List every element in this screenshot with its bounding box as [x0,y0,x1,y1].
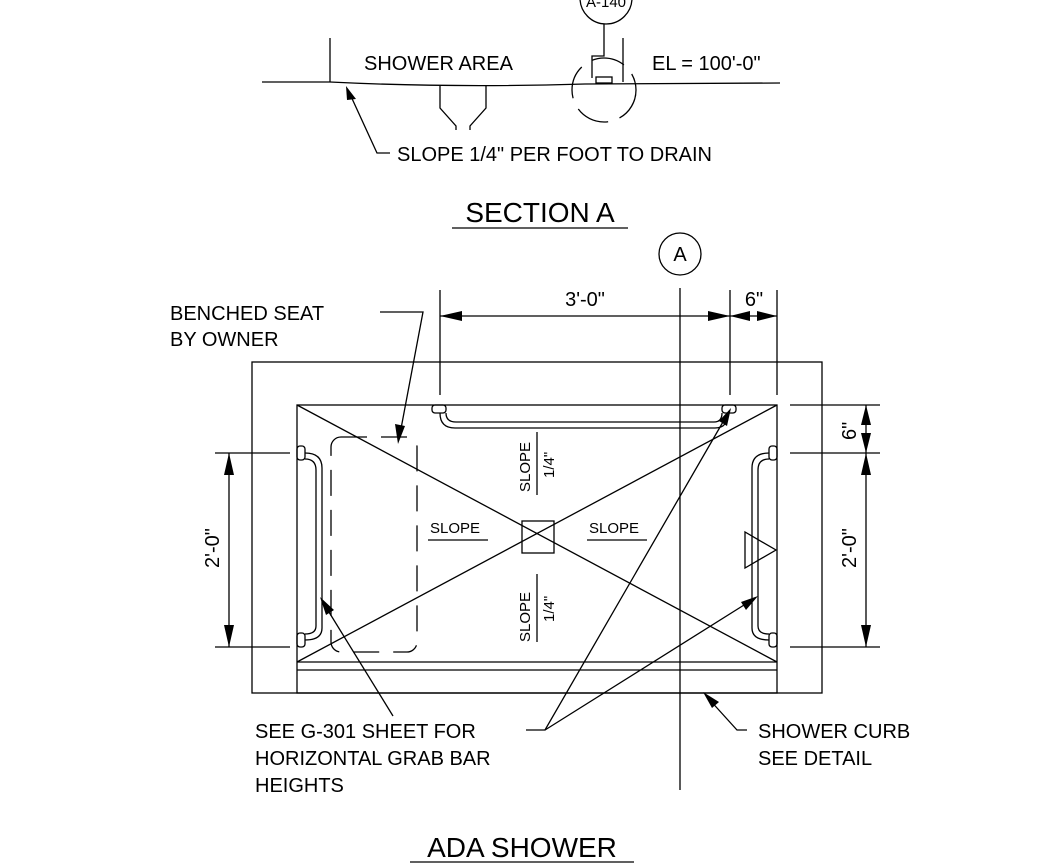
dim-left-height-text: 2'-0" [202,528,224,568]
grab-note-line3: HEIGHTS [255,775,344,797]
grab-bar-note: SEE G-301 SHEET FOR HORIZONTAL GRAB BAR … [255,408,758,797]
curb-note-line1: SHOWER CURB [758,721,910,743]
bench-note-line2: BY OWNER [170,329,279,351]
curb-note: SHOWER CURB SEE DETAIL [703,692,910,770]
slope-label-top: SLOPE 1/4" [517,432,558,495]
section-marker-bubble [658,232,702,276]
detail-circle [571,57,637,123]
slope-right-text: SLOPE [589,520,639,537]
slope-note: SLOPE 1/4" PER FOOT TO DRAIN [397,144,712,166]
dim-right-offset-text: 6" [745,289,763,311]
section-ref-bubble: A-140 [579,0,633,78]
slope-leader [348,91,390,154]
slope-label-bottom: SLOPE 1/4" [517,574,558,642]
curb-note-line2: SEE DETAIL [758,748,872,770]
grab-note-line2: HORIZONTAL GRAB BAR [255,748,491,770]
plan-title: ADA SHOWER [427,832,617,863]
floor-drain [521,520,555,554]
drain-body-left [439,86,457,130]
dim-right-height: 2'-0" [790,453,880,648]
shower-valve-icon [744,530,778,570]
ada-shower-plan: A [170,232,910,863]
shower-floor [296,404,778,694]
bench-note-line1: BENCHED SEAT [170,303,324,325]
slope-label-left: SLOPE [428,520,488,541]
grab-note-line1: SEE G-301 SHEET FOR [255,721,476,743]
slope-bottom-value: 1/4" [541,596,558,622]
dim-left-height: 2'-0" [202,452,290,648]
top-grab-bar [431,404,737,429]
elevation-label: EL = 100'-0" [652,53,761,75]
outer-wall [251,361,823,694]
left-grab-bar [296,445,323,648]
dim-right-height-text: 2'-0" [839,528,861,568]
slope-left-text: SLOPE [430,520,480,537]
slope-top-text: SLOPE [517,442,534,492]
floor-line [262,81,781,87]
dim-width: 3'-0" [439,289,731,395]
section-title: SECTION A [465,197,615,228]
section-ref-text: A-140 [586,0,626,11]
drain-body-right [469,86,487,130]
slope-label-right: SLOPE [587,520,647,541]
right-grab-bar [751,445,778,648]
dim-width-text: 3'-0" [565,289,605,311]
dim-top-offset: 6" [790,404,880,454]
bench-seat [330,436,418,653]
dim-top-offset-text: 6" [839,422,861,440]
slope-leader-arrow [346,86,356,100]
bench-note: BENCHED SEAT BY OWNER [170,303,424,444]
slope-bottom-text: SLOPE [517,592,534,642]
shower-area-label: SHOWER AREA [364,53,514,75]
section-marker-label: A [673,244,687,266]
curb-detail [595,76,613,84]
slope-top-value: 1/4" [541,452,558,478]
slope-diagonal-2 [296,404,778,663]
section-a: A-140 SHOWER AREA EL = 100'-0" SLOPE 1/4… [262,0,781,229]
dim-right-offset: 6" [730,289,778,395]
